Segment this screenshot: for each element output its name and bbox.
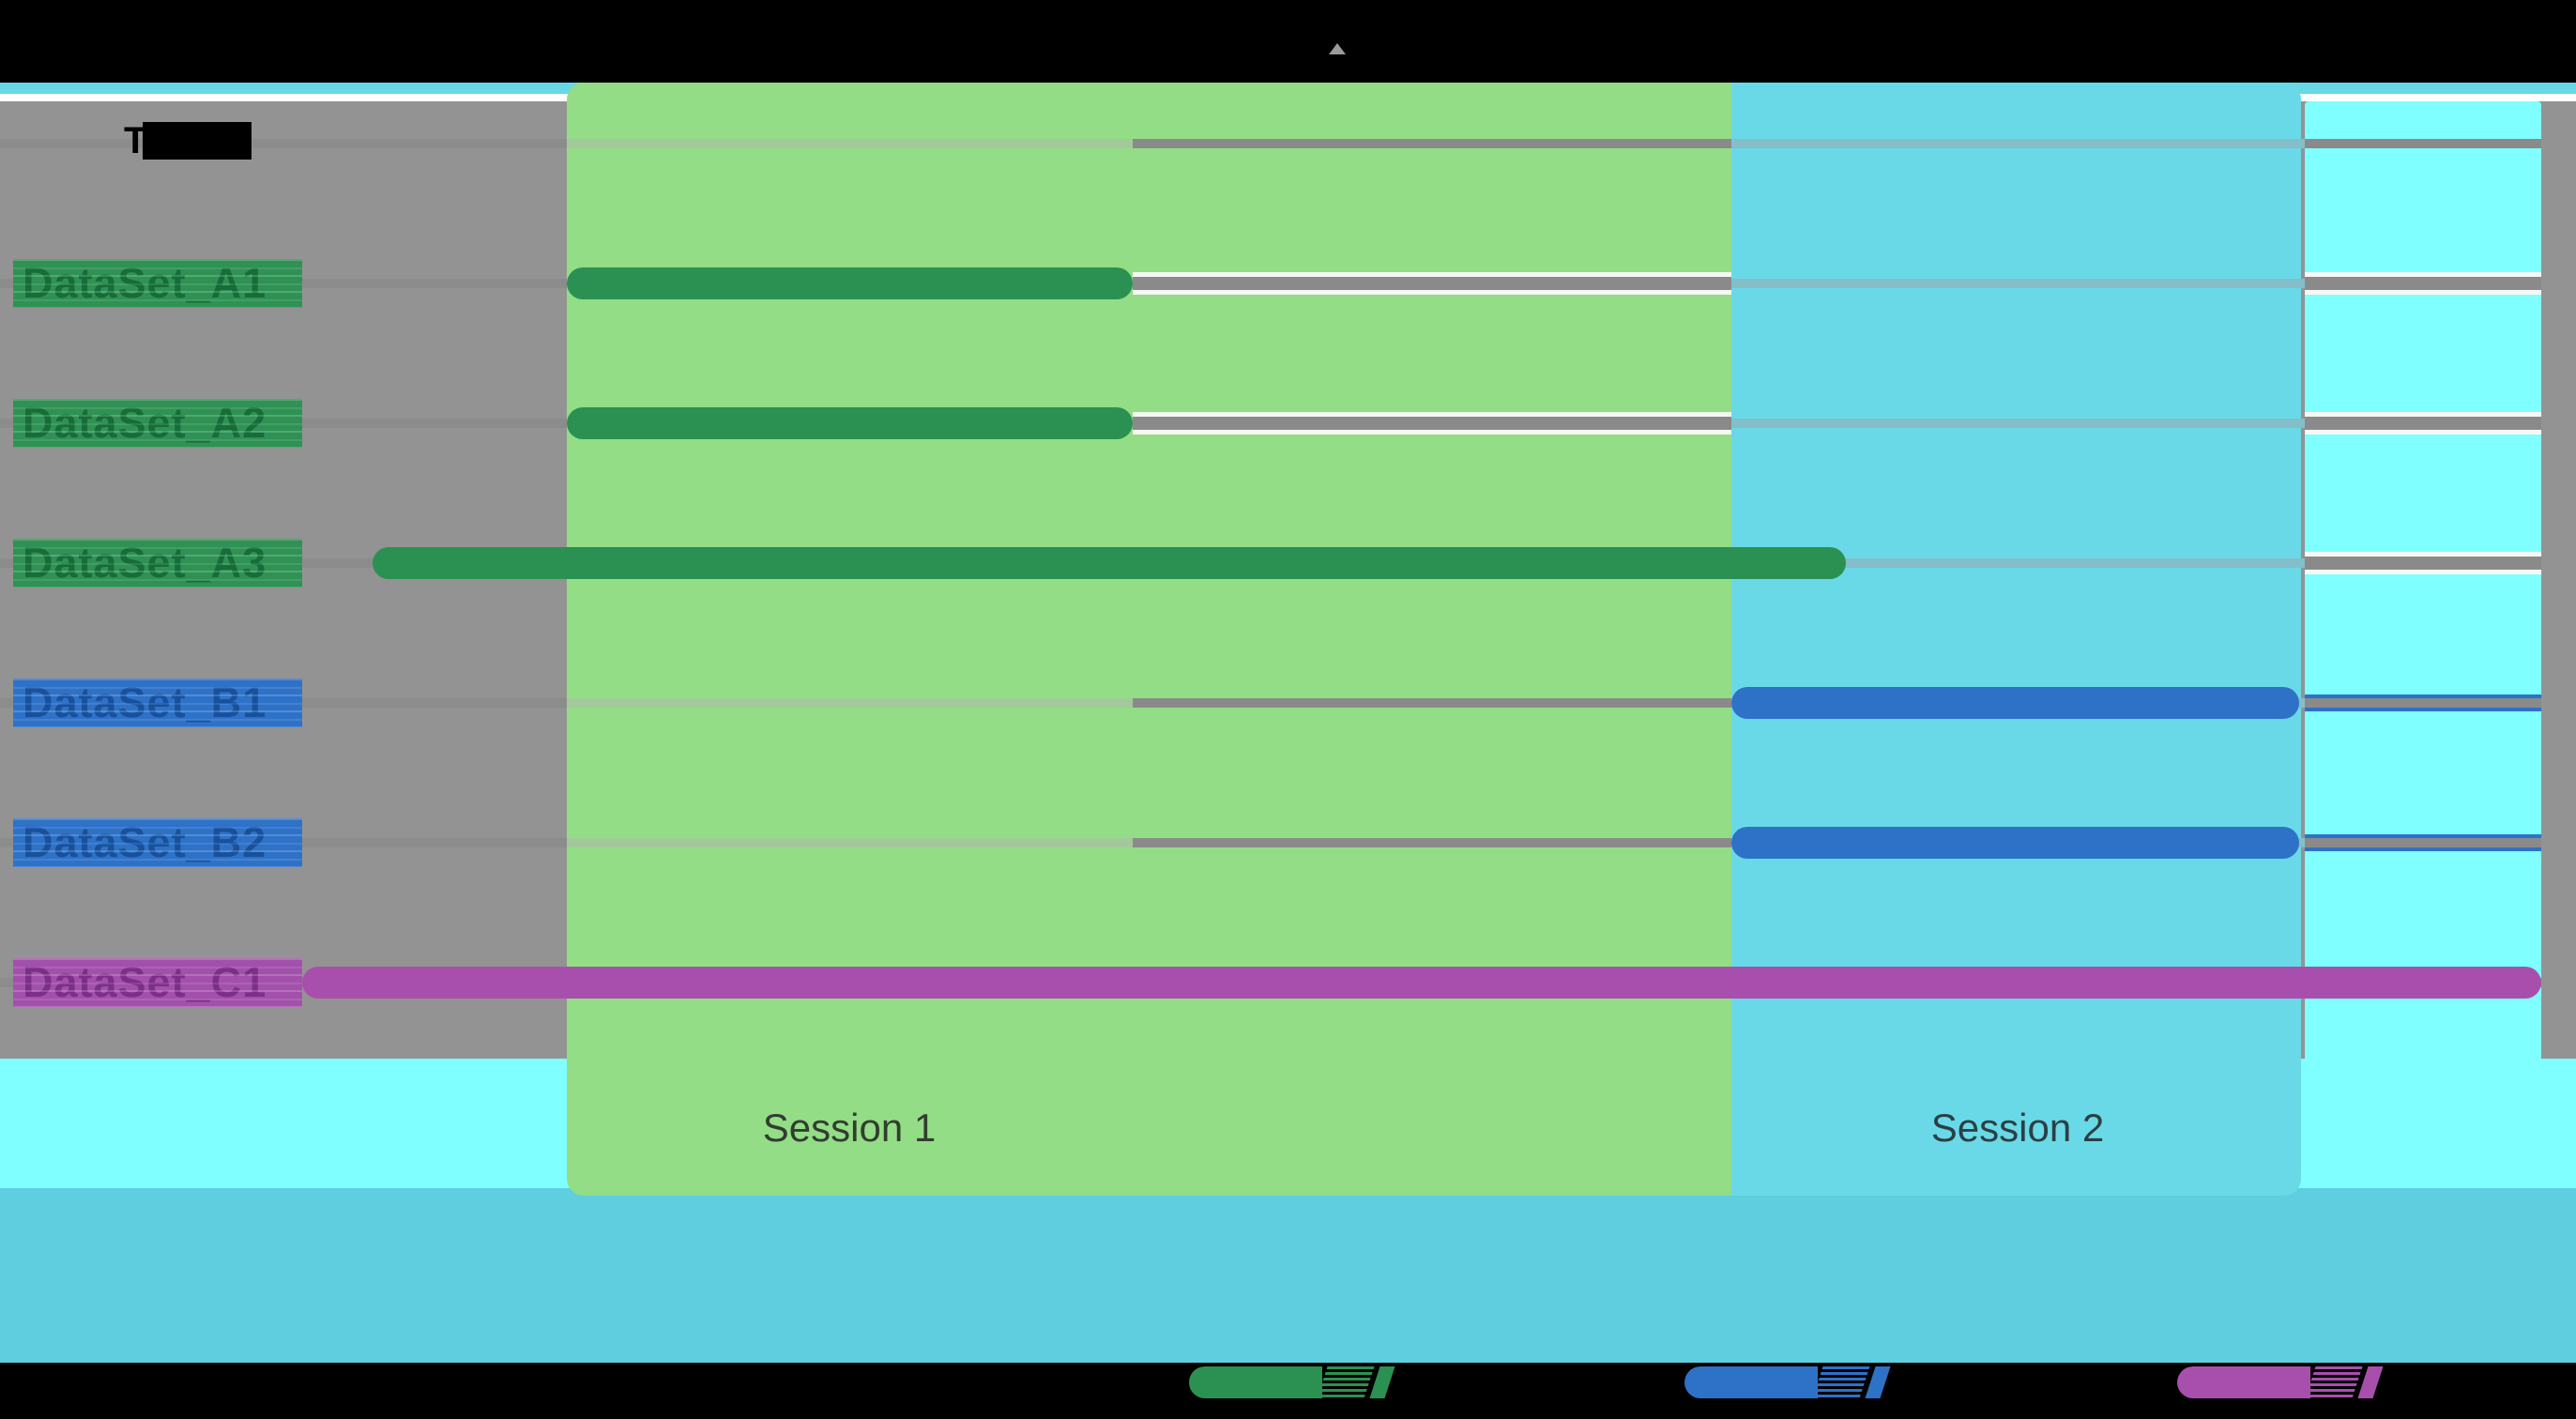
gridline-segment xyxy=(1133,838,1731,847)
legend-swatch-series-B xyxy=(1684,1366,1818,1398)
row-label-DataSet_C1: DataSet_C1 xyxy=(13,958,302,1007)
redaction-box xyxy=(143,122,252,160)
footer-band xyxy=(0,1188,2576,1363)
gridline-segment xyxy=(1731,419,2305,428)
row-label-DataSet_A1: DataSet_A1 xyxy=(13,259,302,308)
gantt-bar-DataSet_B2[interactable] xyxy=(1731,827,2299,859)
legend-swatch-series-C xyxy=(2177,1366,2310,1398)
row-label-DataSet_B2: DataSet_B2 xyxy=(13,818,302,867)
gridline-segment xyxy=(0,139,567,148)
gridline-segment xyxy=(567,698,1133,708)
gantt-bar-DataSet_A1[interactable] xyxy=(567,267,1133,299)
legend-item-series-A[interactable] xyxy=(1189,1366,1405,1398)
gantt-bar-DataSet_A2[interactable] xyxy=(567,407,1133,439)
row-rail-core xyxy=(2305,417,2541,430)
gridline-segment xyxy=(2305,139,2541,148)
row-rail-core xyxy=(2305,277,2541,290)
gantt-bar-DataSet_A3[interactable] xyxy=(373,547,1846,579)
gridline-segment xyxy=(1731,558,2305,568)
gridline-segment xyxy=(1731,139,2305,148)
session-2-label: Session 2 xyxy=(1930,1106,2105,1150)
row-label-DataSet_A2: DataSet_A2 xyxy=(13,399,302,448)
gridline-segment xyxy=(1133,139,1731,148)
legend-slash xyxy=(2357,1366,2384,1398)
session-band-2 xyxy=(1731,83,2301,1196)
row-rail-core xyxy=(2305,698,2541,708)
top-letterbox-bar xyxy=(0,0,2576,83)
gantt-bar-DataSet_C1[interactable] xyxy=(302,967,2541,999)
legend-item-series-B[interactable] xyxy=(1684,1366,1900,1398)
gridline-segment xyxy=(567,838,1133,847)
legend-swatch-tail xyxy=(1812,1366,1870,1398)
legend-slash xyxy=(1369,1366,1395,1398)
row-rail-core xyxy=(2305,557,2541,570)
legend-item-series-C[interactable] xyxy=(2177,1366,2393,1398)
gridline-segment xyxy=(1133,698,1731,708)
gridline-segment xyxy=(567,139,1133,148)
legend-swatch-tail xyxy=(1317,1366,1375,1398)
legend-slash xyxy=(1865,1366,1891,1398)
row-rail-core xyxy=(1133,277,1731,290)
row-label-DataSet_A3: DataSet_A3 xyxy=(13,539,302,587)
legend-swatch-series-A xyxy=(1189,1366,1322,1398)
row-rail-core xyxy=(1133,417,1731,430)
row-rail-core xyxy=(2305,838,2541,847)
cursor-caret-icon xyxy=(1329,43,1346,54)
gridline-segment xyxy=(1731,279,2305,288)
session-1-label: Session 1 xyxy=(762,1106,937,1150)
gantt-bar-DataSet_B1[interactable] xyxy=(1731,687,2299,719)
row-label-DataSet_B1: DataSet_B1 xyxy=(13,679,302,727)
legend-swatch-tail xyxy=(2305,1366,2363,1398)
